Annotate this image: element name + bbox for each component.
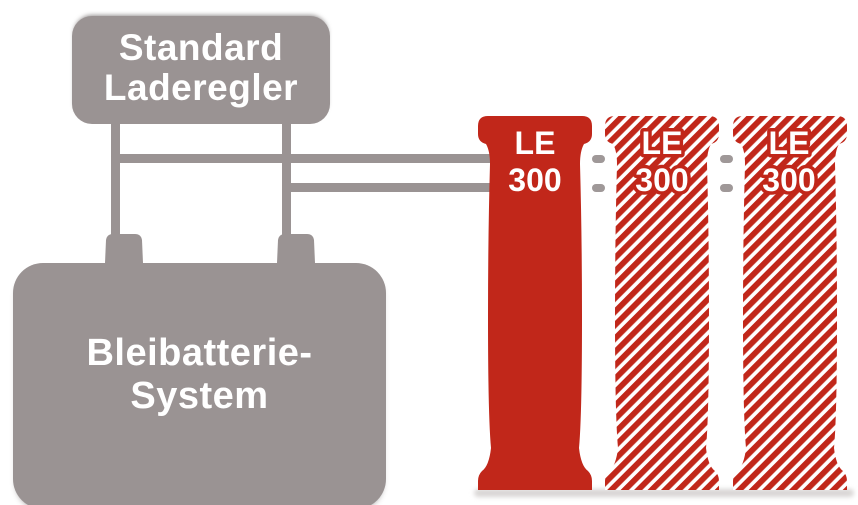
pillar1-label-line1: LE bbox=[515, 125, 556, 161]
pillar1-label-line2: 300 bbox=[508, 162, 561, 198]
ground-shadow bbox=[474, 489, 854, 497]
pillar2-label-line1: LE bbox=[642, 125, 683, 161]
wire-dash bbox=[592, 155, 605, 163]
battery-box-label-line2: System bbox=[130, 375, 269, 417]
pillar3-label-line1: LE bbox=[769, 125, 810, 161]
wire-vertical-left bbox=[111, 120, 120, 238]
pillar-le300-striped-2: LE 300 bbox=[733, 116, 847, 490]
pillar-le300-solid: LE 300 bbox=[478, 116, 592, 490]
battery-terminal-right bbox=[277, 234, 315, 263]
battery-terminal-left bbox=[105, 234, 143, 263]
wire-dash bbox=[720, 155, 733, 163]
wire-vertical-right bbox=[282, 120, 291, 238]
wire-dash bbox=[720, 184, 733, 192]
battery-box-label-line1: Bleibatterie- bbox=[86, 332, 313, 374]
pillar-le300-striped-1: LE 300 bbox=[605, 116, 719, 490]
wire-horizontal-top bbox=[111, 154, 560, 163]
wire-dashes bbox=[592, 155, 733, 192]
charger-box-label-line2: Laderegler bbox=[103, 67, 299, 108]
charger-box-label-line1: Standard bbox=[118, 27, 284, 68]
pillar2-label-line2: 300 bbox=[635, 162, 688, 198]
battery-box: Bleibatterie- System bbox=[13, 263, 386, 505]
charger-box: Standard Laderegler bbox=[72, 16, 330, 124]
wire-dash bbox=[592, 184, 605, 192]
pillar3-label-line2: 300 bbox=[762, 162, 815, 198]
